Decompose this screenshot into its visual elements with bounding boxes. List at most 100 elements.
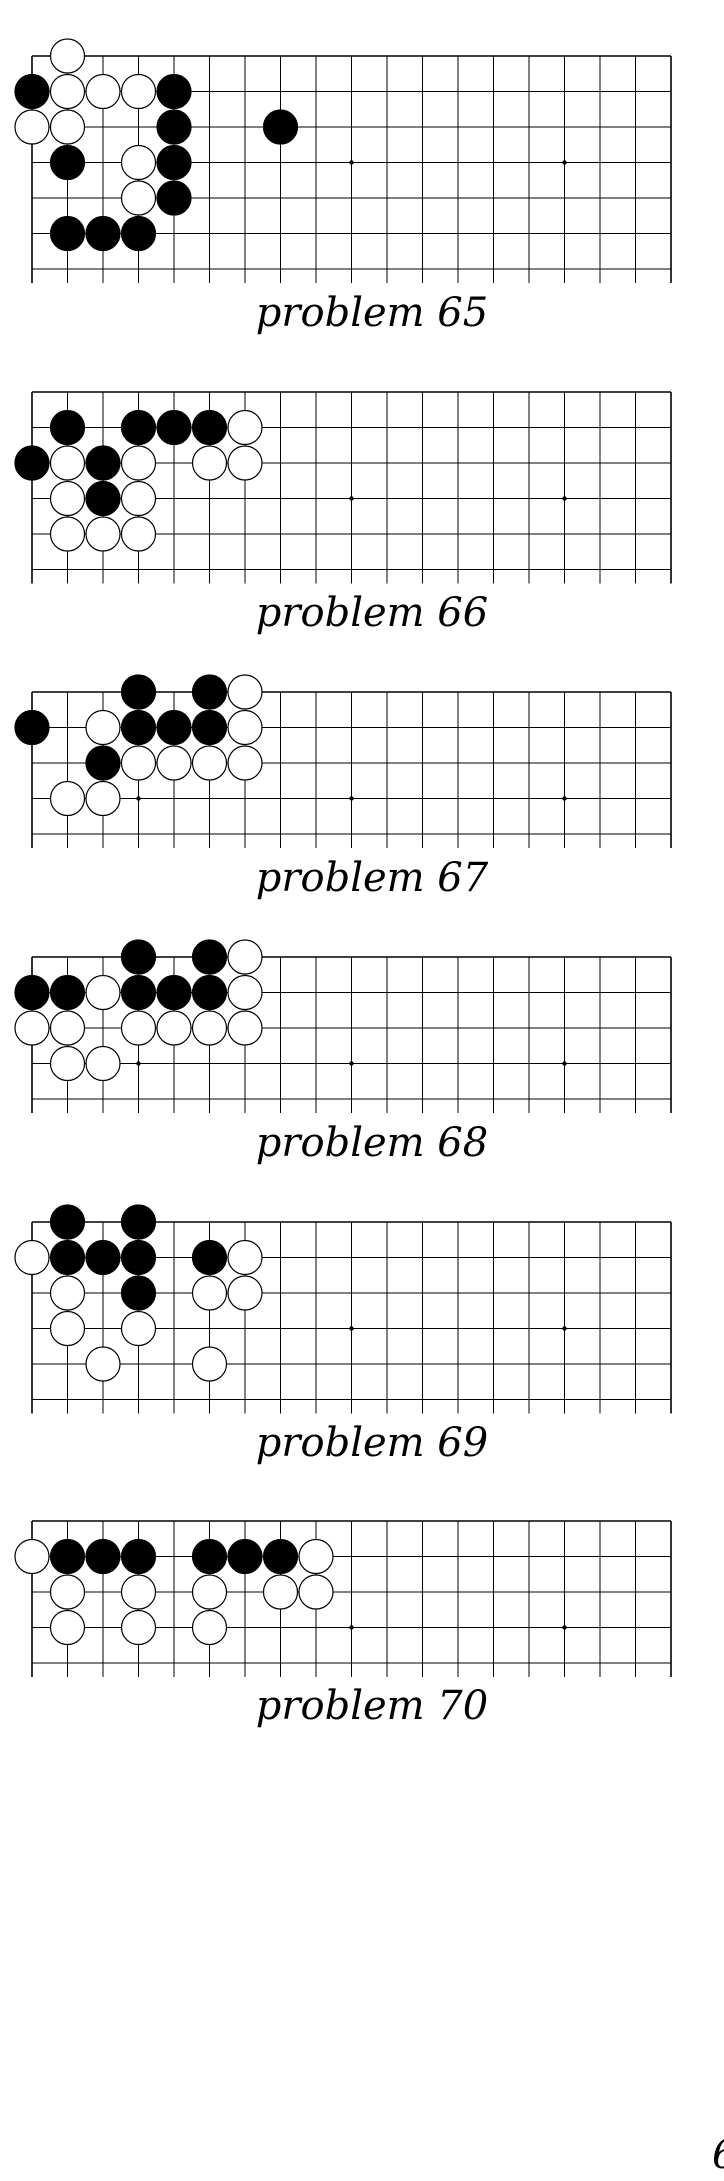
go-diagram-5: problem 69 (14, 1204, 672, 1466)
white-stone (227, 674, 263, 710)
white-stone (120, 1574, 157, 1610)
white-stone (49, 780, 86, 817)
star-point (349, 1326, 354, 1331)
star-point (349, 796, 354, 801)
star-point (562, 1061, 567, 1066)
white-stone (298, 1574, 334, 1610)
star-point (562, 160, 567, 165)
white-stone (14, 109, 50, 145)
white-stone (49, 1010, 86, 1046)
black-stone (120, 409, 157, 446)
go-diagram-2: problem 66 (14, 391, 672, 636)
white-stone (227, 1010, 263, 1046)
go-diagram-4: problem 68 (14, 939, 672, 1166)
white-stone (120, 1010, 157, 1046)
black-stone (262, 109, 299, 145)
problem-caption: problem 67 (256, 855, 489, 901)
white-stone (120, 180, 157, 216)
black-stone (85, 1239, 121, 1276)
black-stone (120, 1239, 157, 1276)
black-stone (120, 974, 157, 1011)
white-stone (49, 1574, 86, 1610)
black-stone (49, 974, 86, 1011)
problem-caption: problem 65 (256, 290, 488, 336)
star-point (562, 796, 567, 801)
white-stone (49, 38, 86, 74)
go-diagram-1: problem 65 (14, 38, 672, 336)
black-stone (120, 709, 157, 746)
black-stone (156, 73, 192, 110)
black-stone (49, 215, 86, 252)
white-stone (120, 745, 157, 781)
star-point (349, 160, 354, 165)
white-stone (49, 445, 86, 481)
black-stone (156, 974, 192, 1011)
black-stone (191, 409, 228, 446)
white-stone (191, 1275, 228, 1311)
white-stone (227, 974, 263, 1011)
white-stone (85, 516, 121, 552)
white-stone (49, 1045, 86, 1082)
white-stone (49, 73, 86, 110)
star-point (349, 1625, 354, 1630)
white-stone (14, 1538, 50, 1575)
white-stone (120, 1609, 157, 1646)
star-point (349, 496, 354, 501)
white-stone (191, 1346, 228, 1382)
black-stone (191, 1239, 228, 1276)
white-stone (85, 709, 121, 746)
black-stone (120, 1204, 157, 1240)
problem-caption: problem 68 (256, 1120, 488, 1166)
black-stone (262, 1538, 299, 1575)
problem-caption: problem 70 (256, 1683, 488, 1729)
white-stone (85, 73, 121, 110)
black-stone (85, 215, 121, 252)
white-stone (85, 974, 121, 1011)
black-stone (191, 939, 228, 975)
white-stone (191, 1574, 228, 1610)
black-stone (156, 109, 192, 145)
problem-caption: problem 66 (256, 590, 488, 636)
white-stone (191, 745, 228, 781)
black-stone (14, 73, 50, 110)
white-stone (49, 1310, 86, 1347)
white-stone (120, 1310, 157, 1347)
black-stone (14, 974, 50, 1011)
star-point (562, 496, 567, 501)
white-stone (298, 1538, 334, 1575)
black-stone (49, 1204, 86, 1240)
black-stone (191, 674, 228, 710)
white-stone (227, 745, 263, 781)
black-stone (120, 674, 157, 710)
white-stone (120, 445, 157, 481)
white-stone (227, 445, 263, 481)
white-stone (156, 1010, 192, 1046)
star-point (136, 796, 141, 801)
white-stone (227, 409, 263, 446)
go-diagram-3: problem 67 (14, 674, 672, 901)
star-point (349, 1061, 354, 1066)
white-stone (49, 1275, 86, 1311)
white-stone (49, 480, 86, 517)
black-stone (156, 409, 192, 446)
white-stone (227, 939, 263, 975)
white-stone (191, 445, 228, 481)
black-stone (85, 445, 121, 481)
white-stone (14, 1010, 50, 1046)
black-stone (156, 180, 192, 216)
white-stone (85, 1346, 121, 1382)
white-stone (85, 780, 121, 817)
black-stone (49, 409, 86, 446)
black-stone (156, 144, 192, 181)
black-stone (227, 1538, 263, 1575)
white-stone (191, 1010, 228, 1046)
white-stone (191, 1609, 228, 1646)
problem-caption: problem 69 (256, 1420, 488, 1466)
white-stone (227, 1275, 263, 1311)
white-stone (85, 1045, 121, 1082)
white-stone (120, 73, 157, 110)
white-stone (120, 480, 157, 517)
black-stone (14, 445, 50, 481)
white-stone (49, 109, 86, 145)
